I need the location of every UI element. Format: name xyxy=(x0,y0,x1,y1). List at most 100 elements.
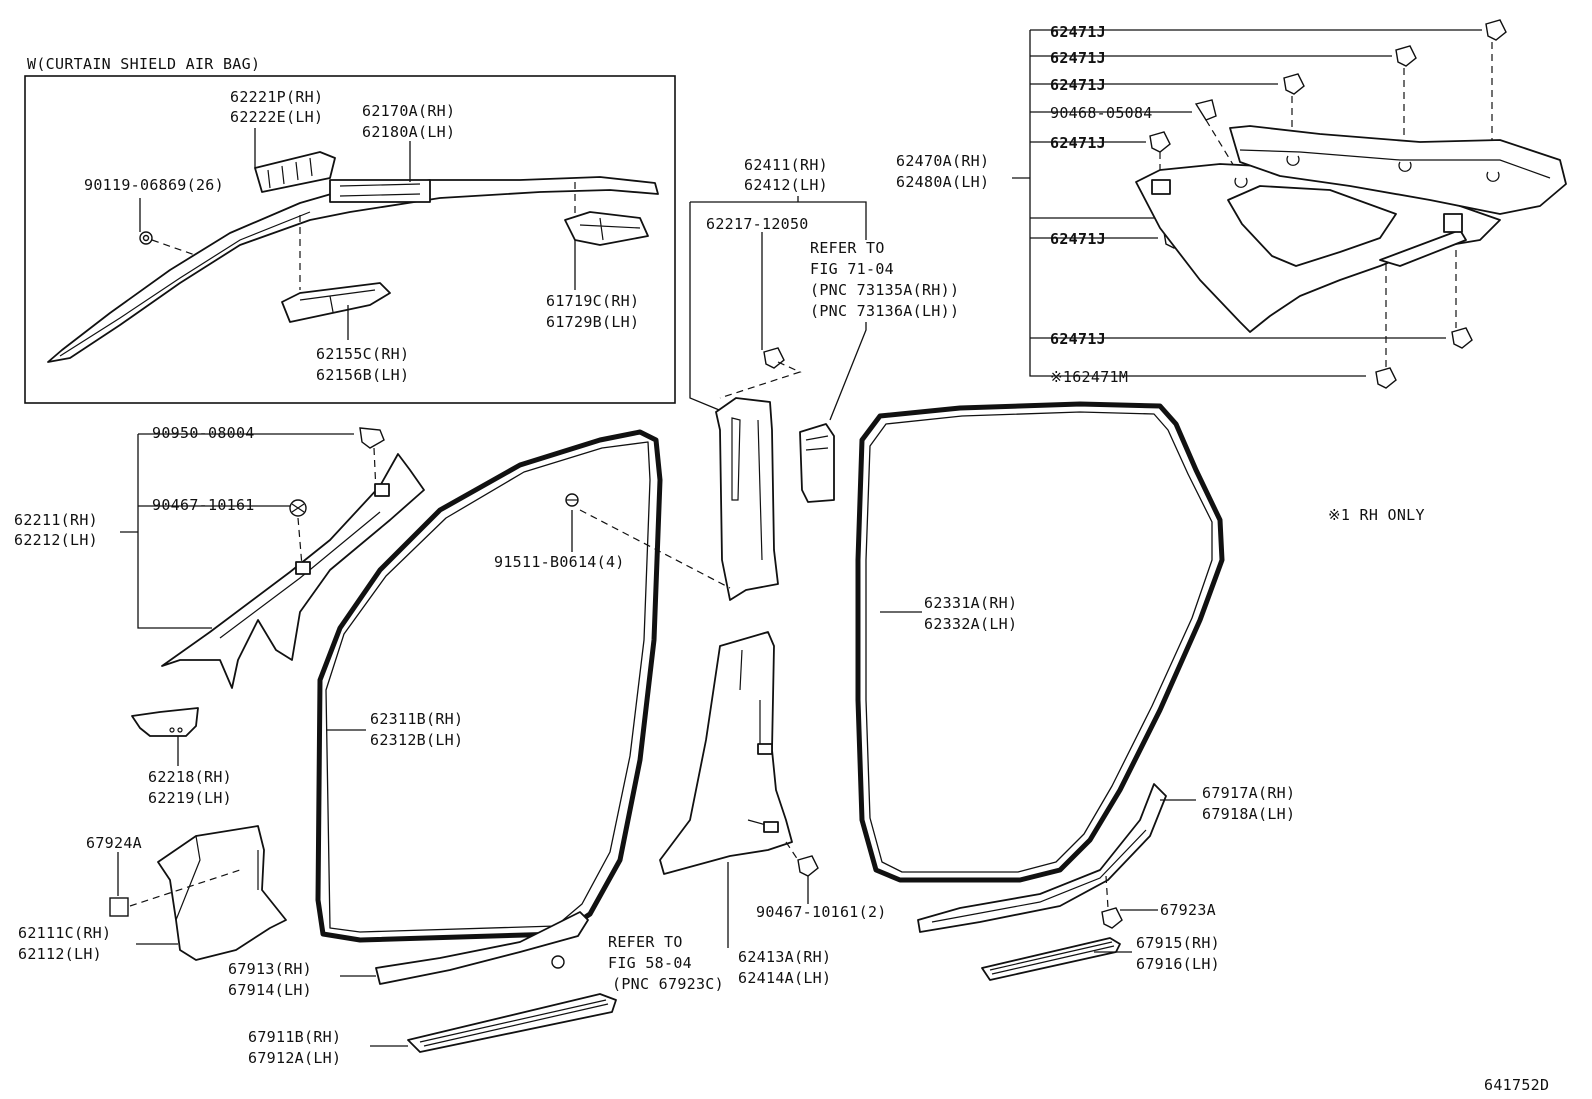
label-refer58-line1: REFER TO xyxy=(608,933,683,951)
label-62331a: 62331A(RH) xyxy=(924,594,1017,612)
clip-90950 xyxy=(359,427,385,449)
label-refer58-line3: (PNC 67923C) xyxy=(612,975,724,993)
label-62471m: ※162471M xyxy=(1050,368,1128,386)
cowl-side-group: 67924A 62111C(RH) 62112(LH) xyxy=(18,825,287,963)
quarter-trim-clip-holes xyxy=(1234,155,1500,188)
clip-62471j-6 xyxy=(1451,327,1473,349)
label-67913: 67913(RH) xyxy=(228,960,312,978)
clip-62471m xyxy=(1375,367,1397,389)
clip-62471j-4 xyxy=(1149,131,1171,153)
label-62212: 62212(LH) xyxy=(14,531,98,549)
label-62219: 62219(LH) xyxy=(148,789,232,807)
rear-door-scuff-plate xyxy=(917,783,1167,933)
label-refer71-line3: (PNC 73135A(RH)) xyxy=(810,281,959,299)
airbag-bracket-61719 xyxy=(564,211,649,246)
label-67912a: 67912A(LH) xyxy=(248,1049,341,1067)
label-90467-lower: 90467-10161(2) xyxy=(756,903,887,921)
label-refer71-line4: (PNC 73136A(LH)) xyxy=(810,302,959,320)
airbag-inflator xyxy=(329,179,431,203)
front-door-scuff-plate xyxy=(375,911,589,985)
label-refer58-line2: FIG 58-04 xyxy=(608,954,692,972)
label-62332a: 62332A(LH) xyxy=(924,615,1017,633)
bolt-90119 xyxy=(139,231,153,245)
label-62170a: 62170A(RH) xyxy=(362,102,455,120)
label-67923a: 67923A xyxy=(1160,901,1216,919)
airbag-bracket-62221 xyxy=(254,151,336,193)
rear-door-seal-group: 62331A(RH) 62332A(LH) xyxy=(855,401,1225,883)
center-pillar-lower-garnish xyxy=(659,631,793,875)
clip-90467-upper xyxy=(289,499,307,517)
label-67924a: 67924A xyxy=(86,834,142,852)
center-pillar-upper-garnish xyxy=(715,397,779,601)
front-door-sill-plate xyxy=(407,993,617,1053)
quarter-window-opening xyxy=(1227,185,1397,267)
label-62211: 62211(RH) xyxy=(14,511,98,529)
label-62112: 62112(LH) xyxy=(18,945,102,963)
label-62311b: 62311B(RH) xyxy=(370,710,463,728)
seatbelt-cover xyxy=(799,423,835,503)
label-refer71-line1: REFER TO xyxy=(810,239,885,257)
airbag-header: W(CURTAIN SHIELD AIR BAG) xyxy=(27,55,260,73)
label-62155c: 62155C(RH) xyxy=(316,345,409,363)
label-62312b: 62312B(LH) xyxy=(370,731,463,749)
part-62218 xyxy=(131,707,199,737)
clip-62471j-2 xyxy=(1395,45,1417,67)
front-pillar-group: 90950-08004 90467-10161 62211(RH) 62212(… xyxy=(14,424,425,689)
label-67918a: 67918A(LH) xyxy=(1202,805,1295,823)
center-pillar-lower-group: 90467-10161(2) 62413A(RH) 62414A(LH) xyxy=(659,631,887,987)
label-62221p: 62221P(RH) xyxy=(230,88,323,106)
clip-62471j-3 xyxy=(1283,73,1305,95)
clip-67923a xyxy=(1101,907,1123,929)
front-pillar-garnish xyxy=(161,453,425,689)
label-91511: 91511-B0614(4) xyxy=(494,553,625,571)
label-90467-upper: 90467-10161 xyxy=(152,496,255,514)
curtain-airbag-tube xyxy=(47,176,659,363)
label-62471j-2: 62471J xyxy=(1050,49,1106,67)
label-67915: 67915(RH) xyxy=(1136,934,1220,952)
label-61729b: 61729B(LH) xyxy=(546,313,639,331)
label-62414a: 62414A(LH) xyxy=(738,969,831,987)
label-90119: 90119-06869(26) xyxy=(84,176,224,194)
clip-67924a xyxy=(109,897,129,917)
label-62111c: 62111C(RH) xyxy=(18,924,111,942)
label-62471j-4: 62471J xyxy=(1050,134,1106,152)
label-62222e: 62222E(LH) xyxy=(230,108,323,126)
airbag-group: W(CURTAIN SHIELD AIR BAG) xyxy=(24,55,676,404)
clip-67923c xyxy=(551,955,565,969)
label-62471j-1: 62471J xyxy=(1050,23,1106,41)
airbag-bracket-62155 xyxy=(281,282,391,323)
clip-90468 xyxy=(1194,99,1217,121)
airbag-frame xyxy=(24,75,676,404)
label-90468: 90468-05084 xyxy=(1050,104,1153,122)
label-62217: 62217-12050 xyxy=(706,215,809,233)
rear-scuff-group: 67917A(RH) 67918A(LH) 67923A 67915(RH) 6… xyxy=(917,783,1295,981)
quarter-upper-rail xyxy=(1229,125,1567,215)
note-rh-only: ※1 RH ONLY xyxy=(1328,506,1425,524)
part-62218-group: 62218(RH) 62219(LH) xyxy=(131,707,232,807)
label-67916: 67916(LH) xyxy=(1136,955,1220,973)
clip-62471j-1 xyxy=(1485,19,1507,41)
label-62413a: 62413A(RH) xyxy=(738,948,831,966)
front-scuff-group: 67913(RH) 67914(LH) REFER TO FIG 58-04 (… xyxy=(228,911,724,1067)
label-62471j-5: 62471J xyxy=(1050,230,1106,248)
clip-62217 xyxy=(763,347,785,369)
label-62480a: 62480A(LH) xyxy=(896,173,989,191)
label-62411: 62411(RH) xyxy=(744,156,828,174)
bolt-91511 xyxy=(565,493,579,507)
label-62470a: 62470A(RH) xyxy=(896,152,989,170)
rear-door-weatherstrip xyxy=(855,401,1225,883)
label-refer71-line2: FIG 71-04 xyxy=(810,260,894,278)
label-67917a: 67917A(RH) xyxy=(1202,784,1295,802)
label-62412: 62412(LH) xyxy=(744,176,828,194)
label-62180a: 62180A(LH) xyxy=(362,123,455,141)
cowl-side-trim xyxy=(157,825,287,961)
figure-code: 641752D xyxy=(1484,1076,1549,1094)
label-62156b: 62156B(LH) xyxy=(316,366,409,384)
clip-90467-lower xyxy=(797,855,819,877)
label-90950: 90950-08004 xyxy=(152,424,255,442)
label-62218: 62218(RH) xyxy=(148,768,232,786)
label-62471j-6: 62471J xyxy=(1050,330,1106,348)
label-62471j-3: 62471J xyxy=(1050,76,1106,94)
label-61719c: 61719C(RH) xyxy=(546,292,639,310)
